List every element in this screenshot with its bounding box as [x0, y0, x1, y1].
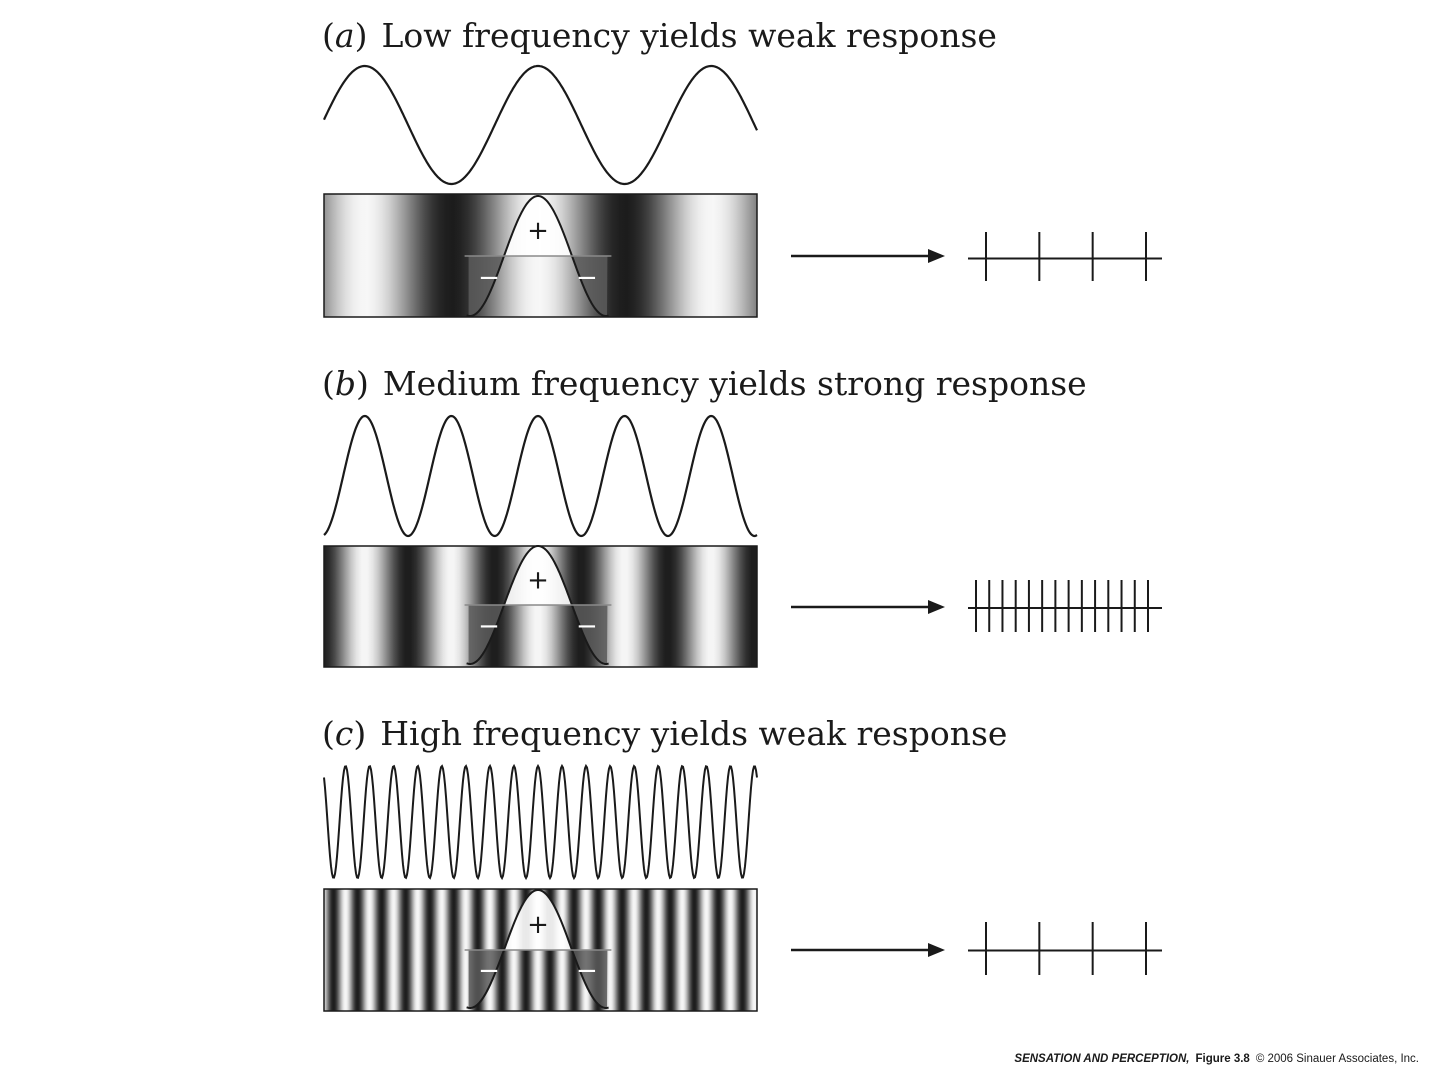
panel-a-minus-sign-left: − [478, 263, 500, 293]
credit-book-title: SENSATION AND PERCEPTION, [1014, 1053, 1189, 1065]
panel-b-minus-sign-left: − [478, 612, 500, 642]
panel-c-caption: High frequency yields weak response [380, 714, 1007, 753]
panel-a-receptive-field: + − − [464, 195, 612, 317]
panel-b-letter: b [335, 364, 356, 403]
panel-c-inhibitory-right [572, 950, 608, 1008]
panel-b-caption: Medium frequency yields strong response [383, 364, 1087, 403]
panel-a-arrow-head [928, 249, 945, 263]
panel-c-letter: c [335, 714, 353, 753]
panel-b-spike-train [968, 580, 1162, 632]
panel-b-grating [323, 545, 758, 668]
panel-c-excitatory-center [504, 890, 572, 950]
panel-a-letter: a [335, 16, 355, 55]
panel-c-title: (c)High frequency yields weak response [322, 714, 1007, 753]
panel-c-minus-sign-right: − [576, 956, 598, 986]
panel-a-spike-train [968, 232, 1162, 281]
panel-a-receptive-field-outline [466, 195, 609, 317]
panel-c-spike-train [968, 922, 1162, 975]
panel-b-title: (b)Medium frequency yields strong respon… [322, 364, 1087, 403]
panel-a: (a)Low frequency yields weak response + … [322, 16, 1162, 318]
panel-a-caption: Low frequency yields weak response [381, 16, 997, 55]
panel-b-inhibitory-right [572, 605, 608, 664]
panel-a-minus-sign-right: − [576, 263, 598, 293]
panel-b-arrow-head [928, 600, 945, 614]
panel-c-sine-wave [323, 763, 758, 881]
panel-a-inhibitory-right [572, 256, 608, 316]
figure-credit: SENSATION AND PERCEPTION, Figure 3.8 © 200… [1014, 1053, 1419, 1065]
panel-c-receptive-field: + − − [464, 889, 612, 1009]
panel-a-inhibitory-left [468, 256, 504, 316]
panel-b-minus-sign-right: − [576, 612, 598, 642]
panel-b-plus-sign: + [527, 565, 549, 595]
panel-c-receptive-field-outline [466, 889, 609, 1009]
panel-c-arrow [791, 943, 945, 957]
panel-b-receptive-field: + − − [464, 545, 612, 665]
panel-b-sine-wave [323, 414, 758, 538]
panel-c-plus-sign: + [527, 910, 549, 940]
panel-b-excitatory-center [504, 546, 572, 605]
panel-a-title: (a)Low frequency yields weak response [322, 16, 997, 55]
credit-figure-number: Figure 3.8 [1195, 1053, 1250, 1065]
panel-b-arrow [791, 600, 945, 614]
panel-a-arrow [791, 249, 945, 263]
panel-b-receptive-field-outline [466, 545, 609, 665]
panel-a-excitatory-center [504, 196, 572, 256]
panel-c-inhibitory-left [468, 950, 504, 1008]
panel-b-inhibitory-left [468, 605, 504, 664]
panel-a-sine-wave [322, 64, 758, 186]
panel-b: (b)Medium frequency yields strong respon… [322, 364, 1162, 668]
panel-a-plus-sign: + [527, 216, 549, 246]
panel-c-minus-sign-left: − [478, 956, 500, 986]
panel-c: (c)High frequency yields weak response +… [322, 714, 1162, 1012]
credit-copyright: © 2006 Sinauer Associates, Inc. [1256, 1053, 1419, 1065]
panel-c-arrow-head [928, 943, 945, 957]
